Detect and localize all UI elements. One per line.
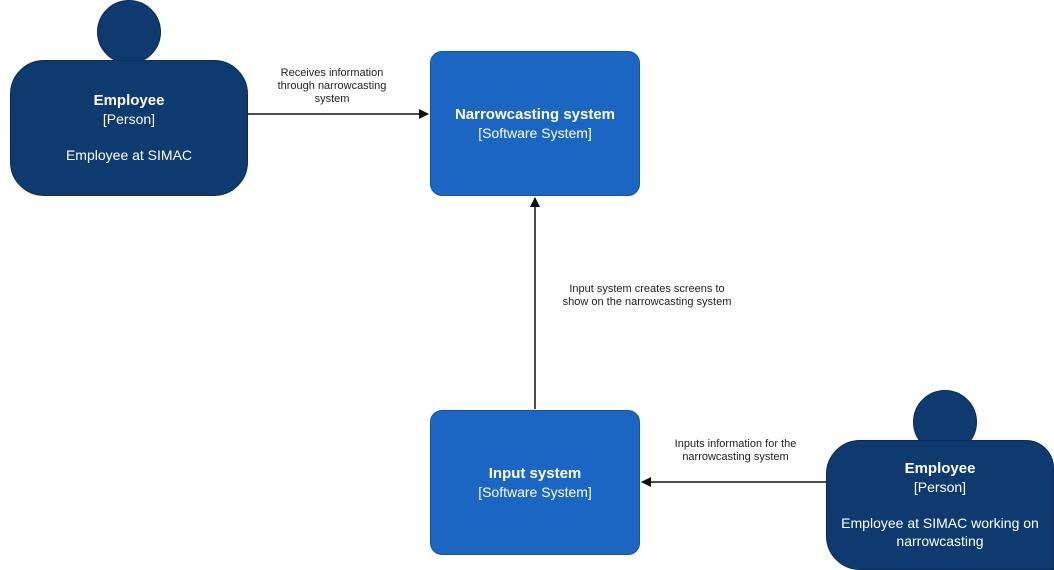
system-narrowcasting[interactable]: Narrowcasting system [Software System] <box>430 51 640 196</box>
person-name: Employee <box>93 92 165 109</box>
person-type: [Person] <box>102 111 156 127</box>
person-head-icon <box>97 0 161 64</box>
person-type: [Person] <box>913 479 967 495</box>
system-input[interactable]: Input system [Software System] <box>430 410 640 555</box>
system-type: [Software System] <box>478 483 592 500</box>
person-description: Employee at SIMAC <box>65 147 193 163</box>
system-type: [Software System] <box>478 124 592 141</box>
system-name: Input system <box>488 464 582 482</box>
relationship-label: Receives information through narrowcasti… <box>277 67 387 105</box>
relationship-label: Input system creates screens to show on … <box>562 283 732 308</box>
relationship-label: Inputs information for the narrowcasting… <box>674 438 797 463</box>
system-name: Narrowcasting system <box>454 105 616 123</box>
person-name: Employee <box>904 460 976 477</box>
person-employee[interactable]: Employee [Person] Employee at SIMAC <box>10 60 248 196</box>
person-description: Employee at SIMAC working on narrowcasti… <box>841 515 1039 549</box>
person-employee-narrowcasting[interactable]: Employee [Person] Employee at SIMAC work… <box>826 440 1054 570</box>
